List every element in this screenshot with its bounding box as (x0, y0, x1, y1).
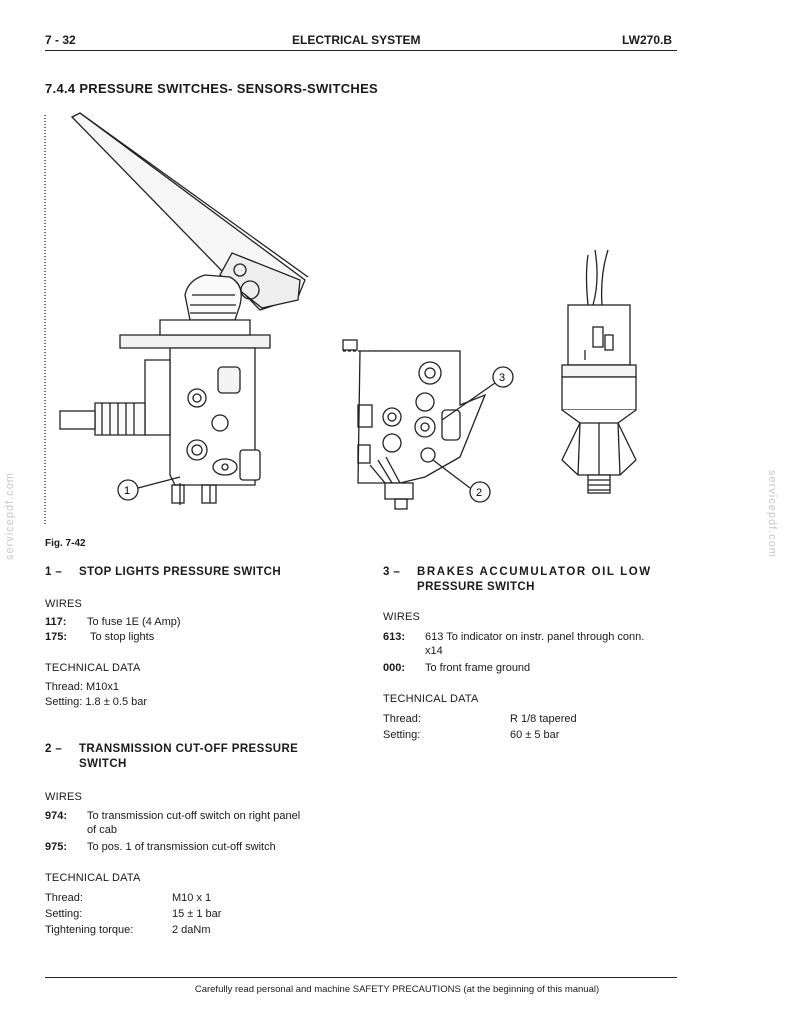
section-3-title-line2: PRESSURE SWITCH (417, 581, 535, 593)
wire-code: 175: (45, 631, 68, 643)
wire-desc: To fuse 1E (4 Amp) (87, 616, 181, 628)
wire-desc: To transmission cut-off switch on right … (87, 810, 301, 822)
section-header: ELECTRICAL SYSTEM (292, 33, 421, 47)
tech-value: 60 ± 5 bar (510, 729, 560, 741)
tech-label: Setting: (383, 729, 421, 741)
wire-code: 613: (383, 631, 406, 643)
tech-row: Thread: M10x1 (45, 681, 119, 693)
stop-light-valve-drawing (59, 112, 309, 505)
figure-illustration: 1 2 3 (44, 112, 637, 525)
section-1-title: STOP LIGHTS PRESSURE SWITCH (79, 566, 282, 578)
wire-desc: 613 To indicator on instr. panel through… (425, 631, 645, 643)
footer-rule (45, 977, 677, 978)
wire-code: 000: (383, 662, 406, 674)
callout-3: 3 (499, 372, 505, 384)
wire-row: 974: To transmission cut-off switch on r… (45, 809, 355, 837)
tech-row: Thread: R 1/8 tapered (383, 712, 683, 726)
section-3-wires-heading: WIRES (383, 611, 421, 623)
wire-row: 117: To fuse 1E (4 Amp) (45, 615, 345, 629)
tech-row: Tightening torque: 2 daNm (45, 923, 345, 937)
page-number: 7 - 32 (45, 33, 76, 47)
section-2-tech-heading: TECHNICAL DATA (45, 872, 141, 884)
wire-desc: To pos. 1 of transmission cut-off switch (87, 841, 276, 853)
section-2-heading: 2 – TRANSMISSION CUT-OFF PRESSURE SWITCH (45, 742, 298, 772)
watermark-right: servicepdf.com (766, 470, 778, 558)
section-1-wires-heading: WIRES (45, 598, 83, 610)
wire-desc-line2: x14 (425, 645, 443, 657)
tech-value: R 1/8 tapered (510, 713, 577, 725)
wire-row: 175: To stop lights (45, 630, 345, 644)
section-3-heading: 3 – BRAKES ACCUMULATOR OIL LOW PRESSURE S… (383, 565, 683, 595)
section-1-heading: 1 – STOP LIGHTS PRESSURE SWITCH (45, 565, 281, 580)
tech-label: Setting: (45, 908, 83, 920)
figure-label: Fig. 7-42 (45, 538, 86, 549)
tech-value: 15 ± 1 bar (172, 908, 222, 920)
tech-row: Setting: 15 ± 1 bar (45, 907, 345, 921)
section-3-title: BRAKES ACCUMULATOR OIL LOW (417, 566, 652, 578)
tech-row: Setting: 1.8 ± 0.5 bar (45, 696, 148, 708)
section-2-number: 2 – (45, 743, 63, 755)
header-rule (45, 50, 677, 51)
callout-1: 1 (124, 485, 130, 497)
tech-row: Thread: M10 x 1 (45, 891, 345, 905)
wire-row: 975: To pos. 1 of transmission cut-off s… (45, 840, 355, 854)
tech-value: M10 x 1 (172, 892, 212, 904)
wire-row: 000: To front frame ground (383, 661, 683, 675)
section-1-tech-heading: TECHNICAL DATA (45, 662, 141, 674)
tech-value: 2 daNm (172, 924, 211, 936)
wire-desc-line2: of cab (87, 824, 117, 836)
tech-label: Thread: (45, 892, 83, 904)
tech-label: Thread: (383, 713, 421, 725)
section-3-tech-heading: TECHNICAL DATA (383, 693, 479, 705)
wire-code: 117: (45, 616, 67, 628)
callout-2: 2 (476, 487, 482, 499)
tech-row: Setting: 60 ± 5 bar (383, 728, 683, 742)
section-3-number: 3 – (383, 566, 401, 578)
watermark-left: servicepdf.com (4, 472, 16, 560)
tech-label: Tightening torque: (45, 924, 134, 936)
accumulator-switch-drawing (561, 249, 637, 494)
wire-row: 613: 613 To indicator on instr. panel th… (383, 630, 683, 658)
model-code: LW270.B (622, 33, 673, 47)
section-2-title-line2: SWITCH (79, 758, 127, 770)
footer-note: Carefully read personal and machine SAFE… (194, 984, 600, 995)
section-1-number: 1 – (45, 566, 63, 578)
page-title: 7.4.4 PRESSURE SWITCHES- SENSORS-SWITCHE… (45, 81, 379, 96)
wire-desc: To stop lights (90, 631, 155, 643)
manifold-drawing (342, 339, 514, 510)
wire-code: 974: (45, 810, 68, 822)
section-2-title: TRANSMISSION CUT-OFF PRESSURE (79, 743, 299, 755)
wire-code: 975: (45, 841, 68, 853)
section-2-wires-heading: WIRES (45, 791, 83, 803)
wire-desc: To front frame ground (425, 662, 531, 674)
